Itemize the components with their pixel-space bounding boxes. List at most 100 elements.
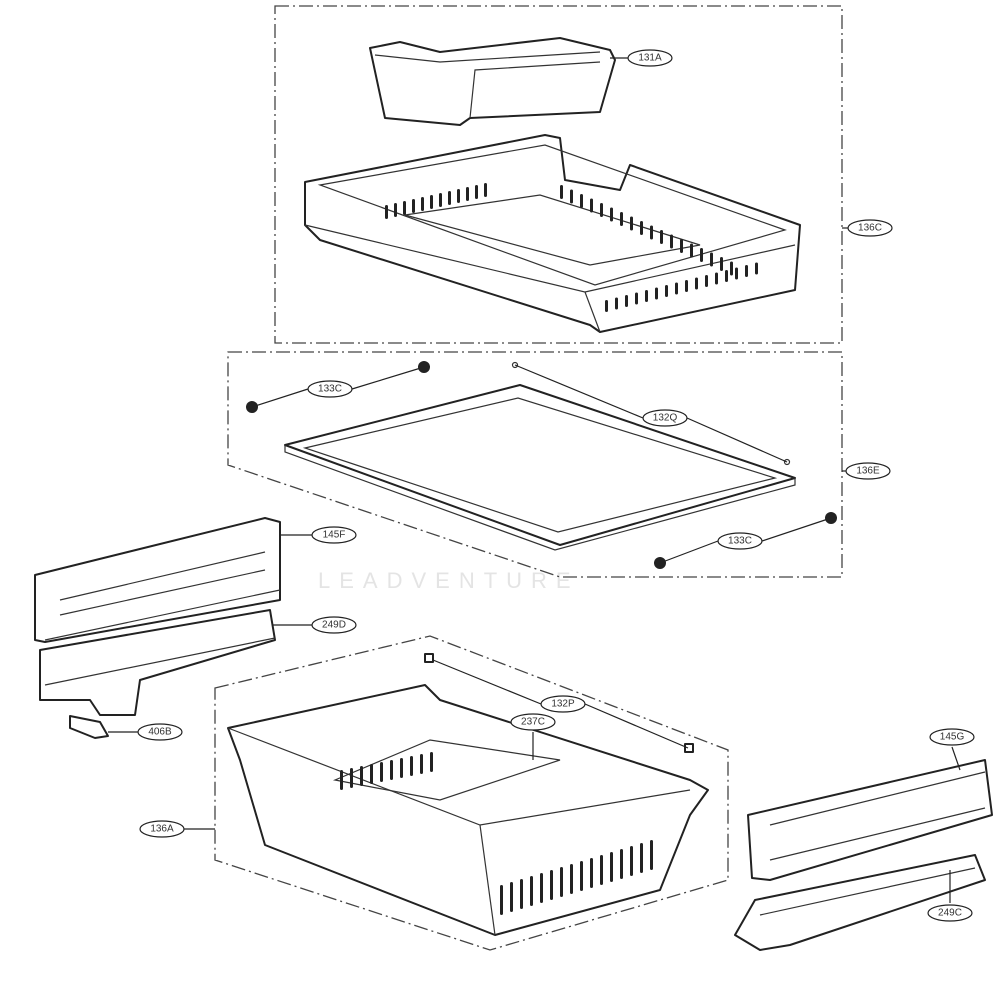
callout-136e[interactable]: 136E bbox=[845, 462, 891, 480]
vent-slot bbox=[484, 183, 487, 197]
vent-slot bbox=[421, 197, 424, 211]
vent-slot bbox=[540, 873, 543, 903]
vent-slot bbox=[448, 191, 451, 205]
vent-slot bbox=[466, 187, 469, 201]
svg-text:136A: 136A bbox=[150, 824, 174, 835]
vent-slot bbox=[360, 766, 363, 786]
vent-slot bbox=[625, 295, 628, 307]
vent-slot bbox=[615, 297, 618, 310]
vent-slot bbox=[645, 290, 648, 302]
part-small-bin bbox=[369, 37, 616, 126]
vent-slot bbox=[430, 752, 433, 772]
callout-249c[interactable]: 249C bbox=[927, 904, 973, 922]
screw-icon bbox=[783, 458, 791, 466]
group-box-lower-drawer bbox=[214, 635, 729, 951]
vent-slot bbox=[720, 257, 723, 271]
part-rail-right bbox=[734, 854, 986, 951]
watermark: LEADVENTURE bbox=[318, 568, 580, 593]
vent-slot bbox=[665, 285, 668, 297]
svg-text:249C: 249C bbox=[938, 908, 962, 919]
callout-131a[interactable]: 131A bbox=[627, 49, 673, 67]
vent-slot bbox=[530, 876, 533, 906]
callout-145g[interactable]: 145G bbox=[929, 728, 975, 746]
vent-slot bbox=[394, 203, 397, 217]
callout-132p[interactable]: 132P bbox=[540, 695, 586, 713]
svg-text:131A: 131A bbox=[638, 53, 662, 64]
svg-text:136C: 136C bbox=[858, 223, 882, 234]
callout-133c-upper[interactable]: 133C bbox=[307, 380, 353, 398]
callout-145f[interactable]: 145F bbox=[311, 526, 357, 544]
vent-slot bbox=[700, 248, 703, 262]
svg-text:145G: 145G bbox=[940, 732, 965, 743]
vent-slot bbox=[580, 194, 583, 208]
vent-slot bbox=[620, 212, 623, 226]
vent-slot bbox=[439, 193, 442, 207]
svg-text:249D: 249D bbox=[322, 620, 346, 631]
callout-133c-lower[interactable]: 133C bbox=[717, 532, 763, 550]
callout-237c[interactable]: 237C bbox=[510, 713, 556, 731]
svg-text:133C: 133C bbox=[728, 536, 752, 547]
vent-slot bbox=[600, 203, 603, 217]
vent-slot bbox=[400, 758, 403, 778]
vent-slot bbox=[475, 185, 478, 199]
svg-text:406B: 406B bbox=[148, 727, 172, 738]
part-rail-cover-left bbox=[34, 517, 281, 643]
vent-slot bbox=[650, 225, 653, 240]
vent-slot bbox=[385, 205, 388, 219]
vent-slot bbox=[457, 189, 460, 203]
vent-slot bbox=[340, 770, 343, 790]
callout-136a[interactable]: 136A bbox=[139, 820, 185, 838]
svg-text:136E: 136E bbox=[856, 466, 880, 477]
vent-slot bbox=[670, 234, 673, 249]
vent-slot bbox=[735, 267, 738, 280]
vent-slot bbox=[380, 762, 383, 782]
vent-slot bbox=[403, 201, 406, 215]
callout-136c[interactable]: 136C bbox=[847, 219, 893, 237]
part-small-pin bbox=[424, 653, 434, 663]
vent-slot bbox=[680, 239, 683, 253]
part-rail-left bbox=[39, 609, 276, 716]
vent-slot bbox=[630, 216, 633, 231]
vent-slot bbox=[755, 262, 758, 275]
vent-slot bbox=[580, 861, 583, 891]
screw-icon bbox=[511, 361, 519, 369]
vent-slot bbox=[590, 858, 593, 888]
callout-406b[interactable]: 406B bbox=[137, 723, 183, 741]
vent-slot bbox=[715, 272, 718, 285]
vent-slot bbox=[410, 756, 413, 776]
vent-slot bbox=[412, 199, 415, 213]
vent-slot bbox=[660, 230, 663, 244]
vent-slot bbox=[725, 270, 728, 282]
vent-slot bbox=[350, 768, 353, 788]
callout-132q[interactable]: 132Q bbox=[642, 409, 688, 427]
vent-slot bbox=[520, 879, 523, 909]
svg-text:237C: 237C bbox=[521, 717, 545, 728]
vent-slot bbox=[610, 207, 613, 222]
vent-slot bbox=[705, 275, 708, 287]
vent-slot bbox=[640, 221, 643, 235]
part-upper-drawer bbox=[304, 134, 801, 333]
vent-slot bbox=[655, 287, 658, 300]
lower-drawer-vents bbox=[340, 752, 653, 915]
vent-slot bbox=[640, 843, 643, 873]
leader-lines bbox=[108, 57, 961, 903]
group-box-upper-drawer bbox=[274, 5, 843, 344]
part-shelf bbox=[246, 361, 837, 569]
callout-249d[interactable]: 249D bbox=[311, 616, 357, 634]
vent-slot bbox=[370, 764, 373, 784]
vent-slot bbox=[635, 292, 638, 305]
vent-slot bbox=[610, 852, 613, 882]
vent-slot bbox=[605, 300, 608, 312]
group-box-shelf bbox=[227, 351, 843, 578]
part-rail-cover-right bbox=[747, 759, 993, 881]
vent-slot bbox=[675, 282, 678, 295]
vent-slot bbox=[710, 252, 713, 267]
vent-slot bbox=[695, 277, 698, 290]
vent-slot bbox=[560, 867, 563, 897]
vent-slot bbox=[430, 195, 433, 209]
vent-slot bbox=[590, 198, 593, 213]
upper-drawer-vents bbox=[385, 183, 758, 312]
vent-slot bbox=[730, 261, 733, 276]
